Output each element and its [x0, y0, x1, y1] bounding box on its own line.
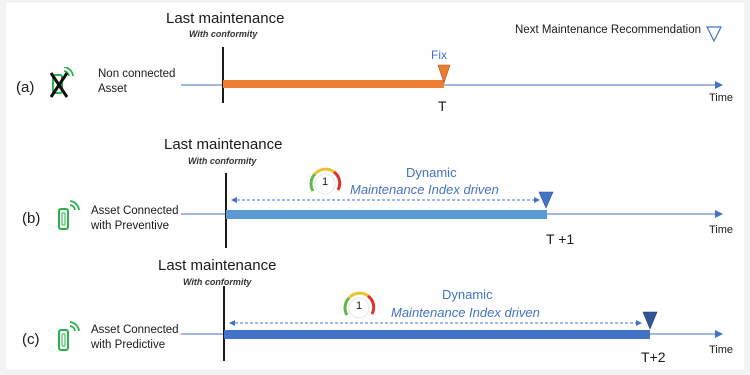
marker-label-a: T	[438, 98, 447, 114]
time-label-a: Time	[709, 92, 734, 104]
gauge-icon-b	[309, 167, 342, 195]
gauge-icon-c	[343, 291, 376, 319]
gauge-value-c: 1	[356, 300, 363, 312]
marker-triangle-c	[642, 311, 658, 330]
time-label-b: Time	[709, 224, 734, 236]
row-letter-b: (b)	[22, 210, 41, 227]
asset-label-c: Asset Connected with Predictive	[91, 324, 179, 351]
disconnected-device-icon	[48, 66, 74, 104]
dynamic-label-c: Dynamic	[442, 287, 493, 302]
row-letter-a: (a)	[16, 79, 35, 96]
marker-triangle-b	[538, 191, 554, 209]
last-maintenance-title-b: Last maintenance	[164, 136, 283, 153]
legend-label: Next Maintenance Recommendation	[515, 24, 702, 36]
connected-device-icon	[54, 200, 80, 239]
row-letter-c: (c)	[22, 331, 40, 348]
marker-label-b: T +1	[546, 231, 575, 247]
fix-label: Fix	[431, 48, 447, 62]
marker-label-c: T+2	[641, 349, 666, 365]
dynamic-sublabel-c: Maintenance Index driven	[391, 305, 540, 320]
last-maintenance-title-c: Last maintenance	[158, 257, 277, 274]
connected-device-icon	[54, 321, 80, 360]
bar-b	[226, 210, 547, 219]
last-maintenance-sub-c: With conformity	[183, 277, 252, 287]
maintenance-diagram: Next Maintenance Recommendation Last mai…	[6, 3, 744, 369]
last-maintenance-sub-b: With conformity	[188, 156, 257, 166]
gauge-value-b: 1	[322, 176, 329, 188]
time-label-c: Time	[709, 344, 734, 356]
last-maintenance-sub-a: With conformity	[189, 29, 258, 39]
last-maintenance-title-a: Last maintenance	[166, 10, 285, 27]
bar-c	[224, 330, 650, 339]
legend-triangle-icon	[706, 26, 722, 43]
bar-a	[223, 80, 444, 88]
asset-label-a: Non connected Asset	[98, 68, 176, 95]
diagram-graphics	[181, 26, 723, 361]
dynamic-label-b: Dynamic	[406, 165, 457, 180]
marker-triangle-a	[437, 64, 451, 84]
dynamic-sublabel-b: Maintenance Index driven	[350, 182, 499, 197]
asset-label-b: Asset Connected with Preventive	[91, 205, 179, 232]
